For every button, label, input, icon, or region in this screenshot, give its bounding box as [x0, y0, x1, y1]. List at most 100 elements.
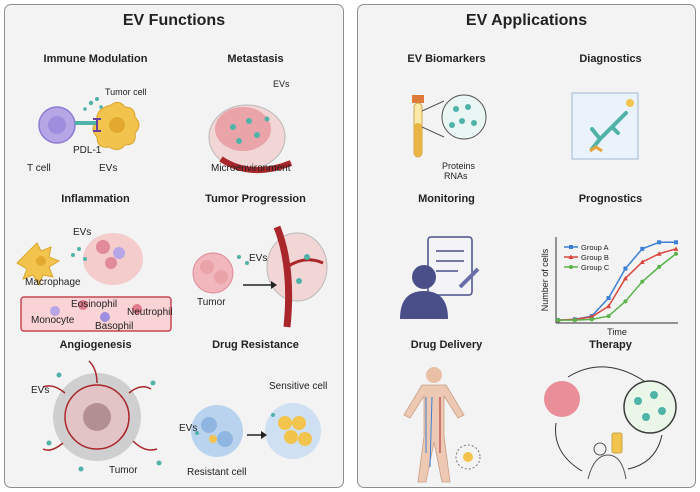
data-point [623, 299, 628, 304]
ev-dot [245, 261, 249, 265]
legend-marker [569, 265, 573, 269]
ev-dot [156, 460, 162, 466]
progression-evs-label: EVs [249, 253, 268, 264]
cycle-arrow [627, 434, 663, 470]
data-point [657, 264, 662, 269]
tumor-necrotic-core [83, 403, 111, 431]
ev-dot [236, 138, 242, 144]
ev-dot [449, 122, 455, 128]
inflammation-section: Inflammation EVs Macrophage Eosinophil N… [13, 193, 178, 339]
angiogenesis-illustration [42, 360, 162, 472]
ev-functions-panel: EV Functions Immune Modulation Tumor cel… [4, 4, 344, 488]
ev-dot [471, 120, 477, 126]
data-point [657, 240, 662, 245]
x-axis-label: Time [607, 327, 627, 337]
immune-evs-label: EVs [99, 163, 118, 174]
angiogenesis-tumor-label: Tumor [109, 465, 138, 476]
clipboard [427, 236, 473, 296]
pen [458, 267, 480, 289]
rnas-label: RNAs [444, 171, 468, 181]
macrophage-label: Macrophage [25, 277, 81, 288]
ev-dot [304, 254, 310, 260]
tumor-progression-section: Tumor Progression EVs Tumor [173, 193, 338, 339]
ev-dot [83, 257, 87, 261]
macrophage-nucleus [36, 256, 46, 266]
blood-vessel [273, 225, 293, 328]
immune-cell [96, 240, 110, 254]
ev-dot [83, 107, 87, 111]
ev-dot [95, 97, 99, 101]
ev-dot [246, 118, 252, 124]
tumor-cells [544, 381, 580, 417]
sensitive-cell [284, 430, 298, 444]
metastasis-title: Metastasis [227, 53, 284, 65]
data-point [640, 279, 645, 284]
data-point [606, 303, 612, 309]
tumor-core [215, 107, 271, 151]
arrow-head [261, 431, 267, 439]
neutrophil-label: Neutrophil [127, 307, 173, 318]
data-point [589, 317, 594, 322]
diagnostics-title: Diagnostics [579, 53, 642, 65]
basophil-label: Basophil [95, 321, 134, 332]
ev-functions-title: EV Functions [122, 12, 226, 29]
ev-dot [77, 247, 81, 251]
ev-dot [195, 431, 199, 435]
ev-dot [88, 100, 94, 106]
drug-resistance-title: Drug Resistance [212, 339, 299, 351]
inflammation-illustration [16, 233, 172, 332]
t-cell-nucleus [48, 116, 66, 134]
data-point [623, 266, 628, 271]
resistant-cell-label: Resistant cell [187, 467, 247, 478]
ev-dot [296, 278, 302, 284]
body-head [426, 367, 442, 383]
immune-cell [113, 247, 125, 259]
inflammation-title: Inflammation [61, 193, 130, 205]
inflammation-evs-label: EVs [73, 227, 92, 238]
diagnostics-section: Diagnostics [528, 53, 693, 199]
neutrophil-cell [132, 304, 142, 314]
cycle-arrow [567, 366, 645, 382]
tumor-cluster [192, 252, 234, 294]
legend-label: Group A [581, 243, 609, 252]
pdl1-label: PDL-1 [73, 145, 102, 156]
tumor-progression-illustration [192, 225, 328, 328]
data-point [673, 246, 679, 251]
drug-molecule [209, 435, 217, 443]
target-molecule [626, 99, 634, 107]
zoom-line [421, 126, 445, 138]
series-line-group-c [558, 253, 677, 321]
resistant-cell [217, 431, 233, 447]
person-body [400, 291, 448, 319]
data-point [606, 314, 611, 319]
angiogenesis-section: Angiogenesis EVs Tumor [13, 339, 178, 485]
data-point [572, 318, 577, 323]
ev-dot [465, 104, 471, 110]
basophil-cell [100, 312, 110, 322]
tumor-tissue [266, 232, 328, 302]
sensitive-cell-label: Sensitive cell [269, 381, 328, 392]
eosinophil-label: Eosinophil [71, 299, 118, 310]
data-point [656, 251, 662, 256]
ev-dot [459, 118, 465, 124]
monitoring-illustration [400, 236, 480, 319]
tumor-progression-title: Tumor Progression [205, 193, 306, 205]
monitoring-section: Monitoring [364, 193, 529, 339]
legend-marker [568, 254, 574, 259]
ev-carrier [463, 452, 473, 462]
tumor-cell-label: Tumor cell [105, 87, 147, 97]
cycle-arrow [555, 422, 583, 472]
drug-delivery-illustration [403, 367, 481, 483]
pdl1-molecule [93, 118, 101, 132]
ev-dot [56, 372, 62, 378]
ev-dot [46, 440, 52, 446]
sensitive-cell [298, 432, 312, 446]
therapy-section: Therapy [528, 339, 693, 485]
ev-biomarkers-title: EV Biomarkers [407, 53, 486, 65]
iv-bag [611, 432, 623, 454]
resistance-evs-label: EVs [179, 423, 198, 434]
new-blood-vessels [42, 360, 158, 451]
zoom-circle [455, 444, 481, 470]
sensitive-cell [278, 416, 292, 430]
data-point [622, 275, 628, 281]
